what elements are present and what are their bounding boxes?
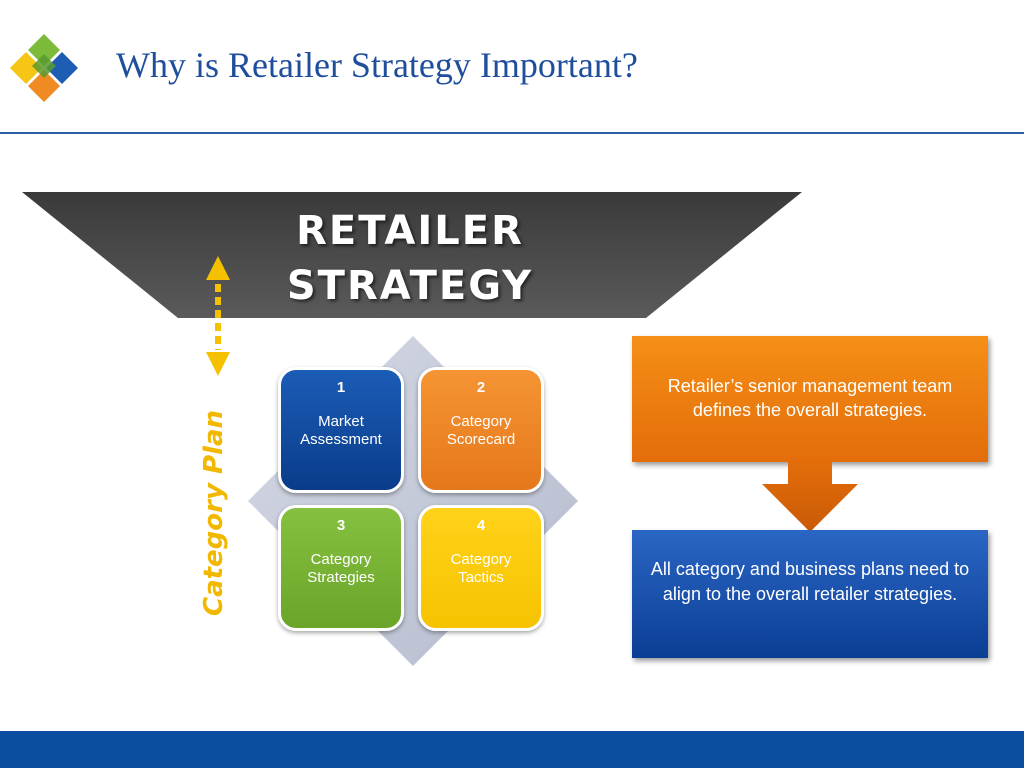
quadrant-number: 4 <box>476 517 486 534</box>
slide-title: Why is Retailer Strategy Important? <box>116 45 638 85</box>
funnel-title-line1: RETAILER <box>296 208 524 254</box>
quadrant-number: 1 <box>336 379 346 396</box>
category-plan-label: Category Plan <box>199 409 229 617</box>
quadrant-number: 3 <box>336 517 346 534</box>
quadrant-category-tactics: 4 Category Tactics <box>418 505 544 631</box>
double-arrow-icon <box>206 256 230 376</box>
alignment-callout: All category and business plans need to … <box>632 530 988 658</box>
title-divider <box>0 132 1024 134</box>
company-logo <box>10 34 78 102</box>
funnel-title: RETAILER STRATEGY <box>250 204 570 314</box>
quadrant-label: Category Tactics <box>450 551 512 586</box>
quadrant-label: Category Scorecard <box>446 413 516 448</box>
quadrant-number: 2 <box>476 379 486 396</box>
quadrant-label: Category Strategies <box>307 551 375 586</box>
senior-management-callout: Retailer’s senior management team define… <box>632 336 988 462</box>
quadrant-label: Market Assessment <box>300 413 382 448</box>
quadrant-market-assessment: 1 Market Assessment <box>278 367 404 493</box>
funnel-title-line2: STRATEGY <box>286 263 534 309</box>
down-arrow-icon <box>762 462 858 532</box>
quadrant-category-strategies: 3 Category Strategies <box>278 505 404 631</box>
footer-bar <box>0 731 1024 768</box>
quadrant-category-scorecard: 2 Category Scorecard <box>418 367 544 493</box>
